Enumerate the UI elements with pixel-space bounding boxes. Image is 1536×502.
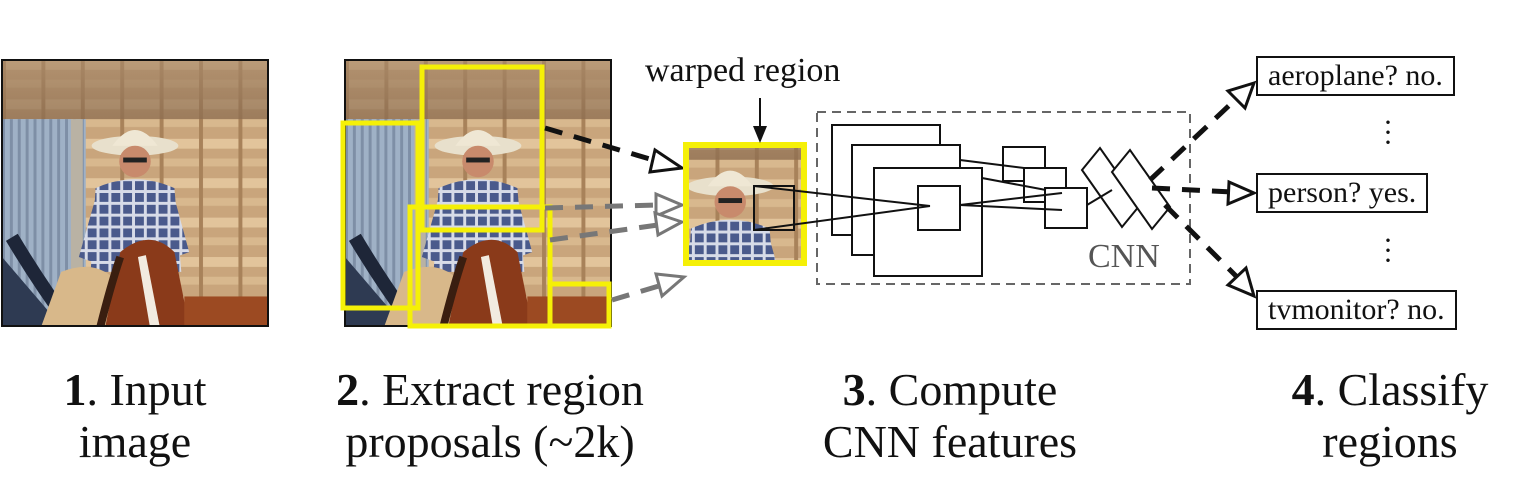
arrow-aeroplane <box>1148 98 1237 182</box>
conv-layer-4 <box>1002 146 1046 182</box>
cnn-box <box>816 111 1191 285</box>
step-title-2: . Extract region <box>359 364 644 415</box>
step-number-2: 2 <box>336 364 360 415</box>
arrowhead-gray-2 <box>653 210 686 238</box>
step-subtitle-4: regions <box>1322 416 1458 467</box>
proposal-box-horse <box>407 204 553 329</box>
arrow-dark <box>544 125 661 165</box>
classify-arrows <box>1148 80 1258 299</box>
proposal-box-left <box>340 120 421 311</box>
step-caption-2: 2. Extract region proposals (~2k) <box>280 364 700 468</box>
cnn-connections <box>753 159 1113 231</box>
warped-pointer-head <box>753 126 767 143</box>
arrow-person <box>1151 185 1233 195</box>
step-caption-3: 3. Compute CNN features <box>770 364 1130 468</box>
arrowhead-gray-3 <box>653 272 688 299</box>
ellipsis-1: ··· <box>1383 106 1393 159</box>
class-label-aeroplane: aeroplane? no. <box>1268 59 1443 92</box>
arrow-gray-3 <box>611 282 663 303</box>
step-caption-1: 1. Input image <box>20 364 250 468</box>
step-caption-4: 4. Classify regions <box>1245 364 1535 468</box>
ellipsis-2: ··· <box>1383 224 1393 277</box>
step-number-3: 3 <box>842 364 866 415</box>
input-image <box>1 59 269 327</box>
receptive-field <box>753 185 795 231</box>
proposal-arrows <box>544 125 688 303</box>
arrow-gray-1 <box>544 202 659 211</box>
step-title-3: . Compute <box>865 364 1058 415</box>
proposal-box-person <box>419 64 545 233</box>
step-title-4: . Classify <box>1314 364 1489 415</box>
step-number-1: 1 <box>63 364 87 415</box>
step-title-1: . Input <box>86 364 207 415</box>
proposal-box-small <box>547 281 612 329</box>
class-label-tvmonitor: tvmonitor? no. <box>1268 293 1445 326</box>
class-box-tvmonitor: tvmonitor? no. <box>1256 290 1457 330</box>
warped-region-label: warped region <box>645 52 841 89</box>
step-number-4: 4 <box>1291 364 1315 415</box>
arrowhead-gray-1 <box>654 191 686 219</box>
arrowhead-dark <box>648 147 687 174</box>
arrow-tvmonitor <box>1163 203 1240 280</box>
warped-region <box>683 142 807 266</box>
step-subtitle-1: image <box>78 416 192 467</box>
step-subtitle-3: CNN features <box>822 416 1078 467</box>
class-box-person: person? yes. <box>1256 173 1429 213</box>
arrowhead-tvmonitor <box>1225 265 1257 299</box>
cnn-label: CNN <box>1088 238 1160 275</box>
class-label-person: person? yes. <box>1268 176 1417 209</box>
arrow-gray-2 <box>549 222 659 243</box>
arrowhead-person <box>1226 179 1258 207</box>
class-box-aeroplane: aeroplane? no. <box>1256 56 1455 96</box>
step-subtitle-2: proposals (~2k) <box>345 416 635 467</box>
feature-map-1 <box>917 185 961 231</box>
proposal-boxes <box>340 64 612 329</box>
arrowhead-aeroplane <box>1225 80 1257 111</box>
